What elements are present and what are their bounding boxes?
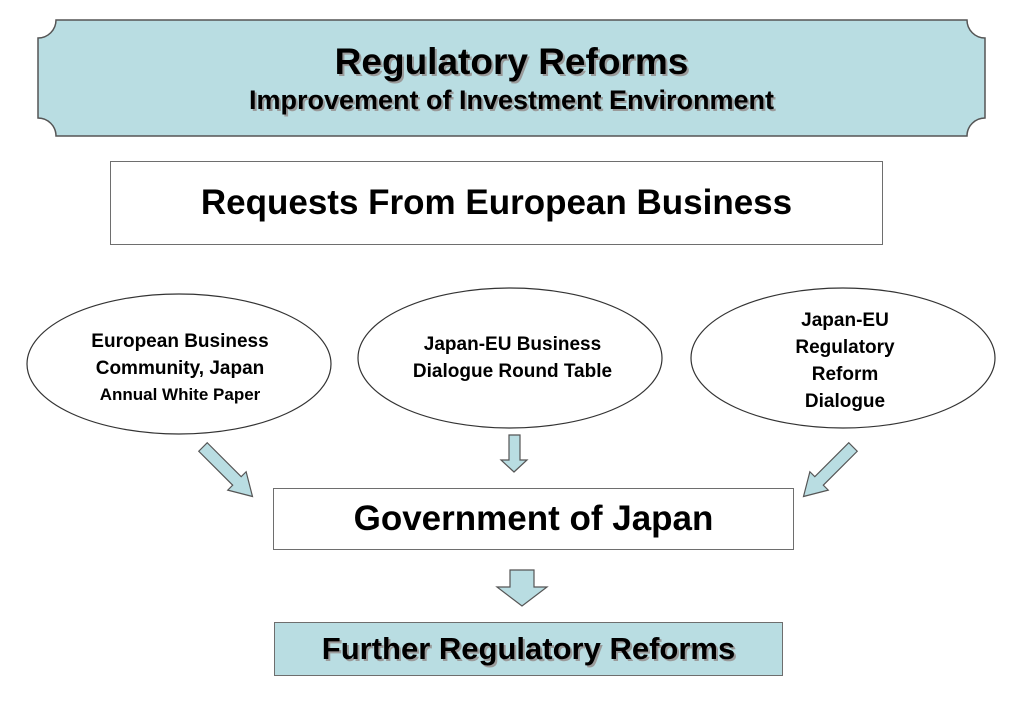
source-ellipse-reform-dialogue <box>690 287 996 429</box>
source-reform-dialogue-text: Japan-EU Regulatory Reform Dialogue <box>700 300 990 422</box>
requests-box: Requests From European Business <box>110 161 883 245</box>
source-round-table-line2: Dialogue Round Table <box>412 361 613 382</box>
arrow-center-down <box>499 434 529 473</box>
source-ebc-line2: Community, Japan <box>95 358 265 379</box>
source-round-table-text: Japan-EU Business Dialogue Round Table <box>370 318 655 398</box>
source-ellipse-ebc <box>26 293 332 435</box>
source-round-table-line1: Japan-EU Business <box>423 334 602 355</box>
diagram-subtitle: Improvement of Investment Environment <box>248 85 775 115</box>
arrow-left-diagonal <box>197 441 254 498</box>
source-ebc-line3: Annual White Paper <box>99 385 261 404</box>
source-reform-dialogue-line4: Dialogue <box>804 391 886 412</box>
further-reforms-box: Further Regulatory Reforms <box>274 622 783 676</box>
source-ellipse-round-table <box>357 287 663 429</box>
source-ebc-line1: European Business <box>91 331 269 352</box>
government-box: Government of Japan <box>273 488 794 550</box>
source-reform-dialogue-line3: Reform <box>811 364 879 385</box>
source-reform-dialogue-line1: Japan-EU <box>801 310 889 331</box>
title-banner <box>37 19 986 137</box>
arrow-right-diagonal <box>802 441 859 498</box>
source-ebc-text: European Business Community, Japan Annua… <box>45 318 315 418</box>
arrow-gov-to-result <box>495 569 549 607</box>
source-reform-dialogue-line2: Regulatory <box>795 337 895 358</box>
diagram-title: Regulatory Reforms <box>334 41 689 82</box>
title-block: Regulatory Reforms Improvement of Invest… <box>38 20 985 136</box>
